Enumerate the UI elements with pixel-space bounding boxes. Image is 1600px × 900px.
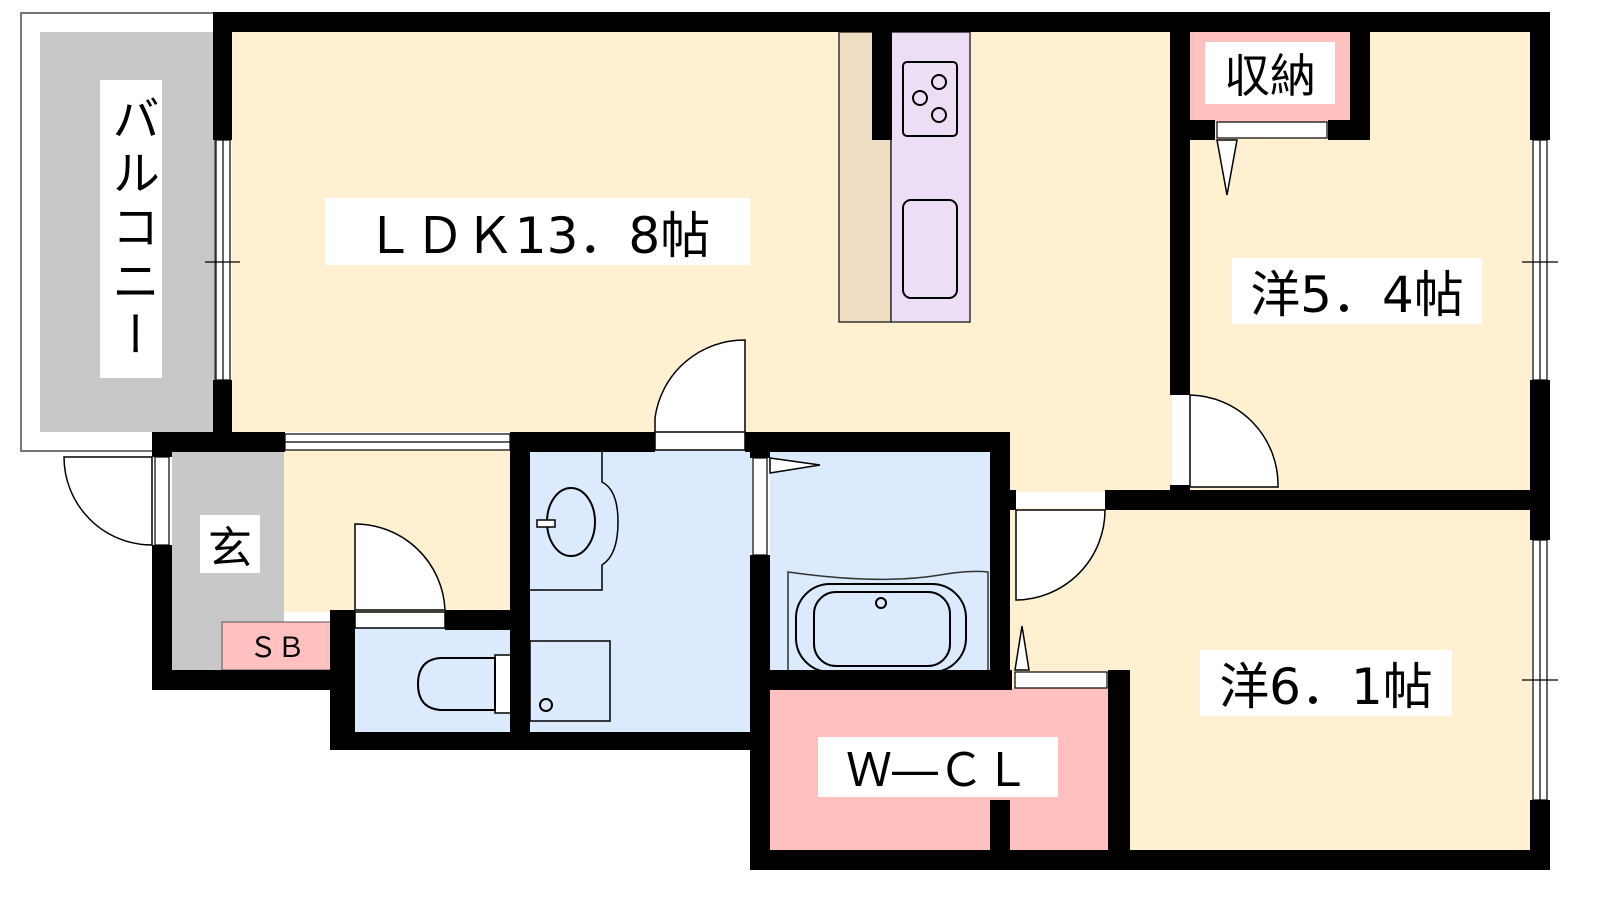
storage-label: 収納: [1205, 42, 1335, 104]
bathroom-floor: [770, 450, 992, 672]
wash-basin-icon: [530, 452, 619, 591]
burner-icon: [912, 90, 928, 106]
drain-icon: [539, 698, 553, 712]
walls: [152, 12, 1550, 870]
ldk-label: ＬＤＫ13．8帖: [325, 198, 750, 265]
doors[interactable]: [63, 139, 1279, 671]
closet-door: [1014, 625, 1030, 671]
shoe-box-label: ＳＢ: [248, 631, 305, 664]
toilet-icon: [416, 657, 496, 711]
faucet-icon: [536, 519, 556, 528]
toilet-door: [354, 523, 446, 611]
bathtub-inner: [813, 591, 951, 667]
bath-door: [769, 457, 821, 474]
room1-door: [1189, 394, 1279, 488]
toilet-tank: [494, 654, 513, 714]
entrance-door: [63, 456, 153, 546]
entrance-label: 玄: [200, 515, 260, 574]
stove-icon: [902, 61, 958, 137]
burner-icon: [931, 74, 947, 90]
room2-door: [1015, 509, 1106, 601]
western-room-2-label: 洋6．1帖: [1200, 650, 1452, 716]
western-room-1-label: 洋5．4帖: [1232, 258, 1482, 324]
windows[interactable]: [154, 121, 1558, 801]
ldk-door: [654, 339, 746, 432]
walk-in-closet-label: Ｗ―ＣＬ: [818, 737, 1058, 797]
shoe-box: [221, 621, 333, 671]
bath-drain-icon: [875, 597, 887, 609]
washroom-floor: [530, 450, 752, 734]
burner-icon: [931, 107, 947, 123]
sink-icon: [902, 199, 958, 299]
bathtub-outline: [787, 570, 989, 683]
balcony-label: バルコニー: [100, 80, 162, 378]
toilet-floor: [350, 628, 512, 734]
storage-door: [1216, 139, 1238, 196]
ldk-floor-ext: [1008, 430, 1172, 492]
